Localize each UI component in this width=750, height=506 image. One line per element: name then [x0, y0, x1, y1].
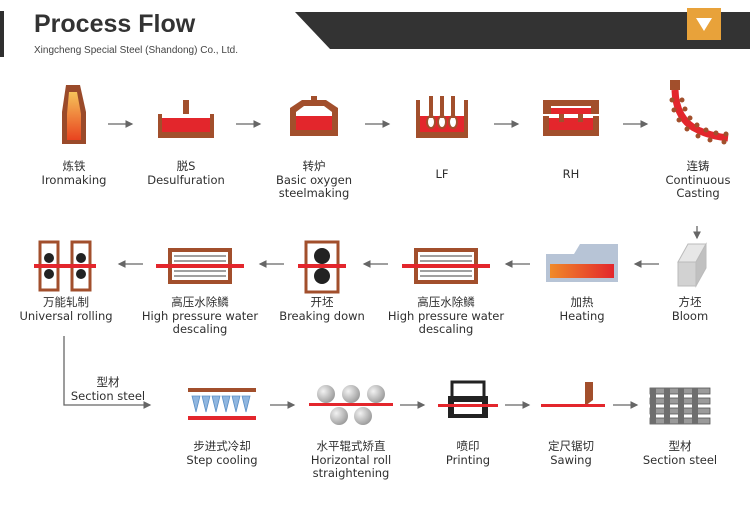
- step-label-en: Section steel: [642, 452, 718, 467]
- step-label-cn: 方坯: [678, 295, 702, 309]
- step-label-cn: 步进式冷却: [193, 439, 251, 453]
- step-label-en: Continuous: [665, 172, 731, 187]
- step-label-en-2: Casting: [676, 186, 720, 200]
- straightener-icon: [309, 385, 393, 425]
- step-label-en: Sawing: [550, 452, 592, 467]
- step-label-cn: 炼铁: [62, 159, 86, 173]
- step-label-en: Printing: [445, 452, 491, 467]
- step-label-en: Desulfuration: [147, 172, 225, 187]
- step-label-cn: 连铸: [686, 159, 710, 173]
- printer-icon: [438, 380, 498, 418]
- step-label-cn: 喷印: [456, 439, 480, 453]
- header-banner: [295, 12, 750, 49]
- saw-icon: [541, 382, 605, 407]
- section-steel-icon: [649, 387, 711, 425]
- step-label-en-2: descaling: [418, 322, 474, 336]
- cooling-bed-icon: [188, 388, 256, 420]
- ladle-furnace-icon: [416, 96, 468, 138]
- step-label-en: LF: [435, 167, 449, 181]
- step-label-cn: 高压水除鳞: [417, 295, 475, 309]
- breakdown-mill-icon: [298, 240, 346, 294]
- step-label-cn: 转炉: [302, 159, 326, 173]
- step-label-cn: 万能轧制: [43, 295, 89, 309]
- page-title: Process Flow: [34, 10, 196, 38]
- header-accent-bar: [0, 11, 4, 57]
- descaler-icon: [402, 248, 490, 284]
- step-label-cn: 加热: [570, 295, 594, 309]
- step-label-en: Horizontal roll: [310, 452, 392, 467]
- chevron-down-icon: [696, 18, 712, 31]
- step-label-en: Bloom: [671, 308, 709, 323]
- step-label-cn: 水平辊式矫直: [316, 439, 386, 453]
- branch-label-en: Section steel: [70, 388, 146, 403]
- step-label-en: Universal rolling: [19, 308, 113, 323]
- company-name: Xingcheng Special Steel (Shandong) Co., …: [34, 45, 239, 56]
- desulfurization-ladle-icon: [158, 100, 214, 138]
- branch-label: 型材 Section steel: [48, 375, 168, 403]
- bloom-icon: [677, 242, 707, 288]
- step-label-cn: 型材: [668, 439, 692, 453]
- universal-mill-icon: [34, 240, 96, 292]
- step-label-cn: 开坯: [310, 295, 334, 309]
- step-label-en: Ironmaking: [41, 172, 107, 187]
- step-label-en: RH: [562, 167, 580, 181]
- dropdown-menu-button[interactable]: [687, 8, 721, 40]
- step-label-cn: 高压水除鳞: [171, 295, 229, 309]
- descaler-icon: [156, 248, 244, 284]
- converter-icon: [290, 96, 338, 136]
- step-label-en: Heating: [559, 308, 605, 323]
- step-label-cn: 定尺锯切: [548, 439, 594, 453]
- step-label-en: High pressure water: [141, 308, 259, 323]
- step-label-en-2: straightening: [312, 466, 390, 480]
- step-label-cn: 脱S: [176, 159, 196, 173]
- blast-furnace-icon: [62, 85, 86, 144]
- step-label-en: High pressure water: [387, 308, 505, 323]
- step-label-en-2: steelmaking: [278, 186, 350, 200]
- continuous-caster-icon: [669, 80, 729, 145]
- branch-label-cn: 型材: [96, 375, 120, 389]
- step-label-en: Breaking down: [279, 308, 365, 323]
- step-label-en: Basic oxygen: [275, 172, 353, 187]
- rh-degasser-icon: [543, 100, 599, 136]
- step-label-en-2: descaling: [172, 322, 228, 336]
- step-label-en: Step cooling: [186, 452, 258, 467]
- reheating-furnace-icon: [546, 244, 618, 282]
